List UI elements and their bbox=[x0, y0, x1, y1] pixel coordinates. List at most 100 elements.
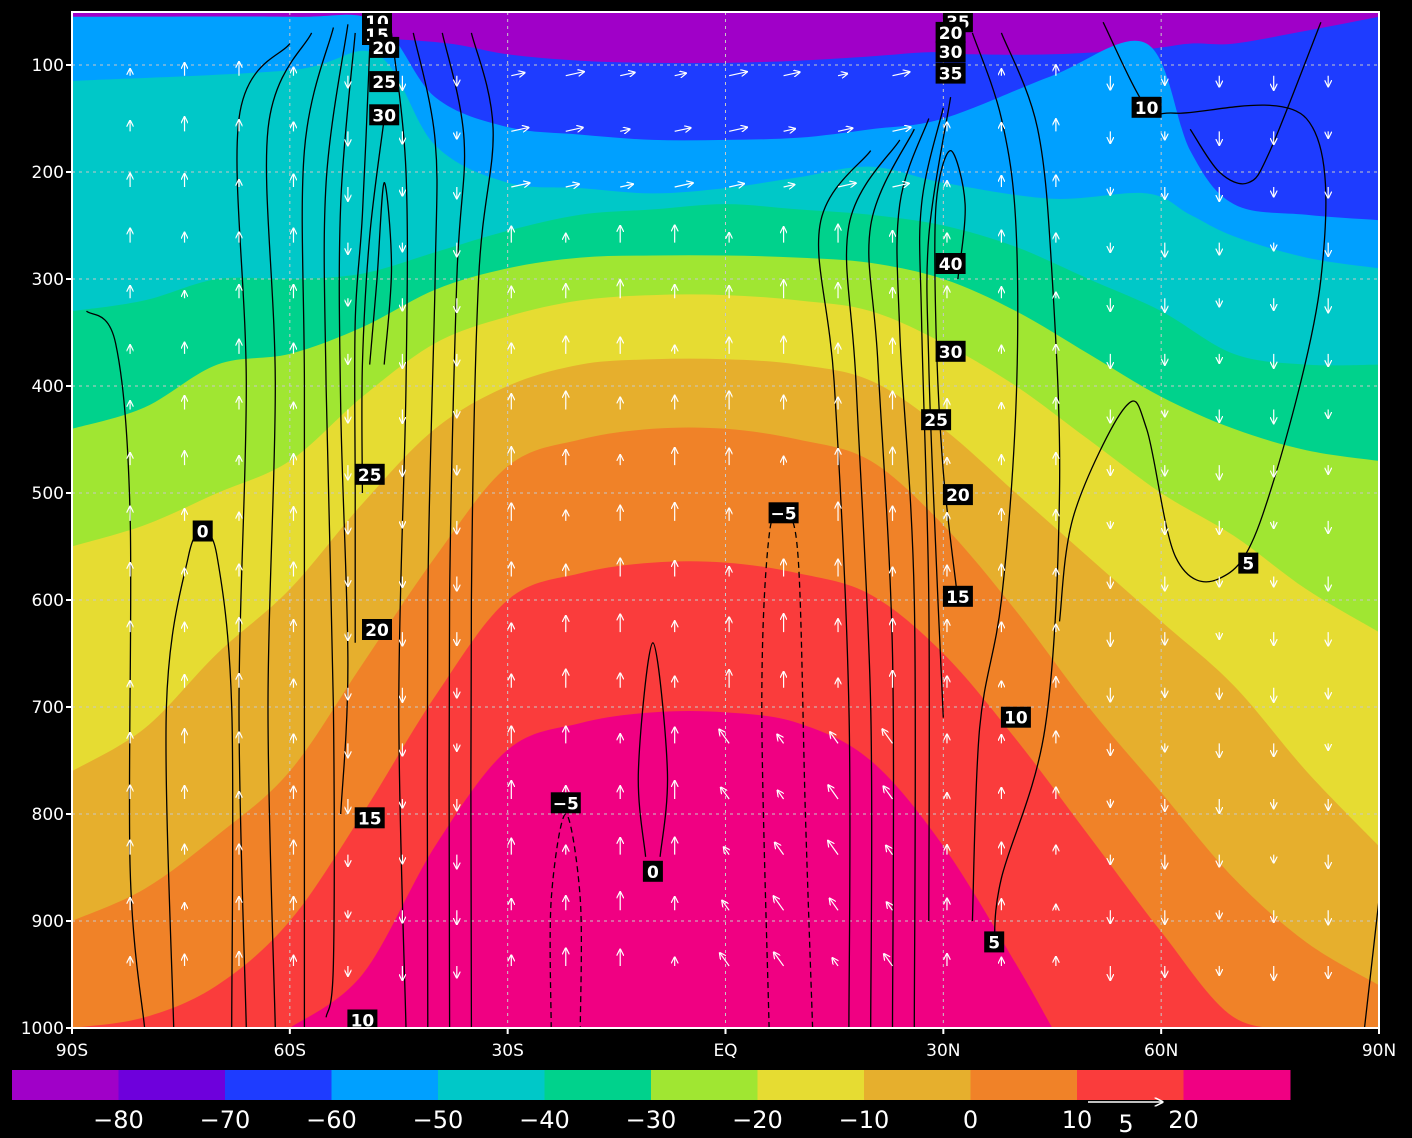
wind-vector bbox=[620, 73, 634, 76]
contour-label: 20 bbox=[939, 24, 963, 44]
wind-vector bbox=[774, 896, 785, 911]
contour-line bbox=[390, 32, 409, 1028]
contour-label: 40 bbox=[939, 255, 963, 275]
colorbar-label: −40 bbox=[519, 1106, 570, 1134]
y-tick-label: 800 bbox=[32, 805, 64, 825]
colorbar-label: −10 bbox=[839, 1106, 890, 1134]
y-tick-label: 100 bbox=[32, 56, 64, 76]
colorbar-label: −50 bbox=[413, 1106, 464, 1134]
y-tick-label: 600 bbox=[32, 591, 64, 611]
contour-label: 20 bbox=[372, 39, 396, 59]
wind-vector bbox=[828, 841, 839, 856]
wind-vector bbox=[887, 902, 893, 911]
contour-line bbox=[1363, 899, 1379, 1028]
contour-line bbox=[761, 510, 814, 1028]
wind-vectors bbox=[130, 62, 1328, 980]
contour-line bbox=[637, 642, 669, 857]
wind-vector bbox=[620, 184, 633, 187]
wind-vector bbox=[720, 953, 730, 967]
colorbar-swatch bbox=[651, 1070, 758, 1100]
contour-label: 25 bbox=[924, 411, 948, 431]
contour-label-box bbox=[362, 619, 392, 640]
y-tick-label: 500 bbox=[32, 484, 64, 504]
colorbar-label: −30 bbox=[626, 1106, 677, 1134]
x-tick-label: 90N bbox=[1362, 1041, 1396, 1061]
x-tick-label: 60N bbox=[1144, 1041, 1178, 1061]
wind-vector bbox=[565, 72, 584, 76]
contour-label: 15 bbox=[946, 588, 970, 608]
colorbar-swatch bbox=[970, 1070, 1078, 1100]
contour-label-box bbox=[921, 409, 952, 431]
contour-line bbox=[323, 24, 349, 1018]
wind-vector bbox=[833, 958, 839, 967]
wind-vector bbox=[777, 735, 785, 744]
contour-line bbox=[301, 27, 335, 1028]
contour-label: −5 bbox=[771, 504, 797, 524]
wind-vector bbox=[830, 732, 839, 744]
wind-vector bbox=[828, 785, 839, 800]
colorbar-swatch bbox=[1183, 1070, 1291, 1100]
wind-vector bbox=[892, 183, 909, 187]
contour-labels: 1015202530352030351040302520−55025201510… bbox=[192, 11, 1259, 1032]
wind-vector bbox=[674, 128, 691, 131]
contour-label: 30 bbox=[939, 343, 963, 363]
contour-label: 30 bbox=[372, 106, 396, 126]
contour-label: 10 bbox=[351, 1012, 375, 1032]
wind-vector bbox=[830, 899, 839, 911]
contour-label-box bbox=[942, 585, 973, 607]
contour-lines bbox=[86, 21, 1379, 1028]
contour-label-box bbox=[369, 104, 400, 126]
contour-label-box bbox=[1131, 96, 1162, 118]
temperature-shading bbox=[72, 12, 1379, 1028]
colorbar-swatch bbox=[544, 1070, 652, 1100]
wind-vector bbox=[721, 788, 730, 800]
contour-label-box bbox=[935, 340, 966, 362]
contour-label: 10 bbox=[1135, 99, 1159, 119]
x-tick-label: 90S bbox=[56, 1041, 88, 1061]
x-tick-label: 60S bbox=[274, 1041, 306, 1061]
contour-label-box bbox=[369, 36, 400, 58]
wind-vector bbox=[722, 901, 730, 911]
contour-label: 0 bbox=[647, 863, 659, 883]
wind-vector bbox=[674, 73, 686, 76]
colorbar-label: 0 bbox=[963, 1106, 978, 1134]
contour-line bbox=[934, 149, 966, 601]
contour-label: 5 bbox=[988, 933, 1000, 953]
contour-line bbox=[361, 118, 385, 494]
contour-label: 10 bbox=[1004, 709, 1028, 729]
wind-vector bbox=[620, 129, 629, 131]
wind-vector bbox=[837, 183, 855, 187]
colorbar-label: −80 bbox=[93, 1106, 144, 1134]
y-tick-label: 300 bbox=[32, 270, 64, 290]
wind-vector bbox=[884, 787, 893, 800]
contour-line bbox=[868, 128, 915, 1028]
wind-vector bbox=[511, 183, 529, 187]
wind-vector bbox=[783, 185, 795, 187]
contour-label-box bbox=[1000, 706, 1031, 728]
contour-label: 25 bbox=[358, 466, 382, 486]
colorbar-swatch bbox=[331, 1070, 439, 1100]
contour-label-box bbox=[642, 860, 663, 882]
contour-label: 20 bbox=[946, 486, 970, 506]
colorbar-swatch bbox=[757, 1070, 865, 1100]
wind-vector bbox=[883, 729, 893, 744]
contour-label-box bbox=[550, 792, 581, 814]
colorbar-swatch bbox=[225, 1070, 332, 1100]
wind-vector bbox=[884, 954, 893, 967]
wind-vector bbox=[728, 184, 744, 187]
contour-line bbox=[918, 107, 944, 922]
wind-vector bbox=[892, 72, 910, 76]
contour-label: 15 bbox=[358, 809, 382, 829]
contour-label-box bbox=[354, 463, 385, 485]
y-tick-label: 700 bbox=[32, 698, 64, 718]
contour-line bbox=[817, 150, 872, 1028]
wind-vector bbox=[886, 846, 893, 856]
contour-label: 35 bbox=[939, 65, 963, 85]
wind-vector bbox=[783, 72, 800, 76]
contour-label-box bbox=[369, 71, 400, 93]
contour-label-box bbox=[354, 807, 385, 829]
